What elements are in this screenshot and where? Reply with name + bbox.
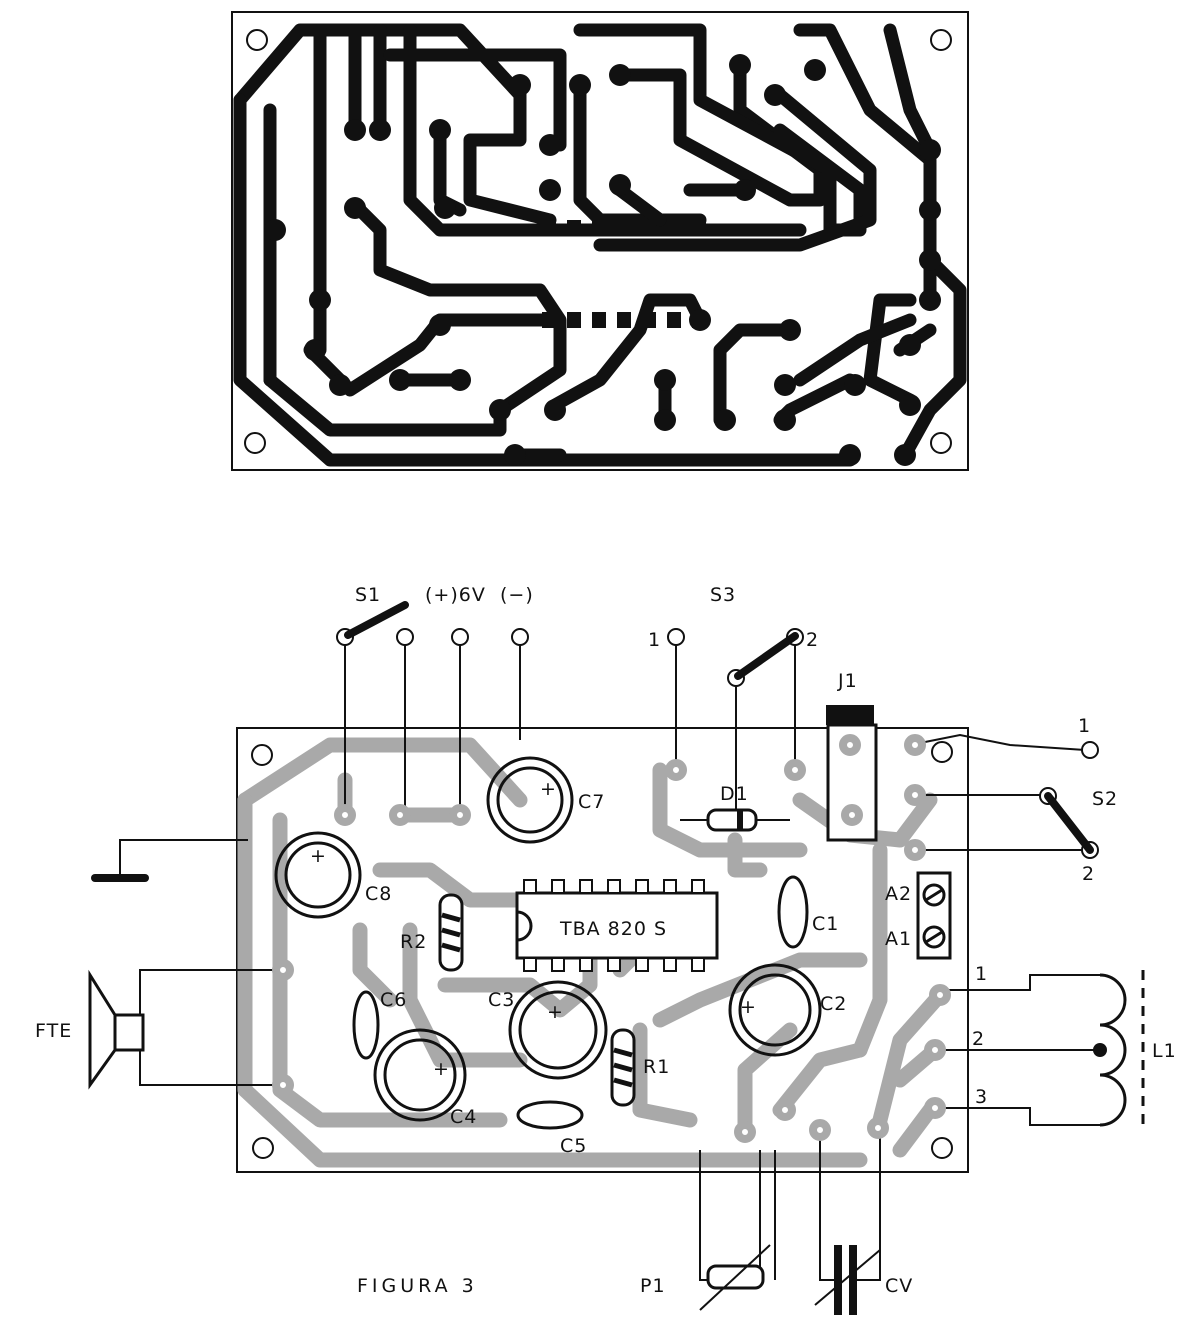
- component-layout: + + + + +: [88, 601, 1145, 1315]
- label-supply-neg: (−): [500, 584, 534, 606]
- label-j1: J1: [837, 670, 858, 692]
- label-c2: C2: [820, 993, 847, 1015]
- label-fte: FTE: [35, 1020, 72, 1042]
- c2-polarity: +: [740, 996, 757, 1018]
- label-r1: R1: [643, 1056, 670, 1078]
- electrolytic-capacitors: + + + + +: [274, 756, 822, 1122]
- c4-polarity: +: [433, 1058, 450, 1080]
- label-s2-pin2: 2: [1082, 863, 1095, 885]
- mounting-holes-bottom: [251, 741, 953, 1159]
- coil-l1: [1093, 970, 1145, 1130]
- label-cv: CV: [885, 1275, 913, 1297]
- label-p1: P1: [640, 1275, 666, 1297]
- label-c4: C4: [450, 1106, 477, 1128]
- speaker-symbol: [88, 969, 145, 1090]
- label-c1: C1: [812, 913, 839, 935]
- label-s2-pin1: 1: [1078, 715, 1091, 737]
- label-l1: L1: [1152, 1040, 1177, 1062]
- label-l1-pin1: 1: [975, 963, 988, 985]
- label-s3-pin1: 1: [648, 629, 661, 651]
- label-c6: C6: [380, 989, 407, 1011]
- label-s2: S2: [1092, 788, 1118, 810]
- p1-arrow: [699, 1244, 771, 1311]
- label-c5: C5: [560, 1135, 587, 1157]
- wire-leads: [119, 640, 1100, 1281]
- labels: S1 (+)6V (−) S3 1 2 J1 1 S2 2 A2 A1 1 2 …: [35, 584, 1177, 1297]
- label-l1-pin3: 3: [975, 1086, 988, 1108]
- label-r2: R2: [400, 931, 427, 953]
- terminal-block-a1-a2: [916, 871, 952, 960]
- ic-tba820s: [515, 879, 719, 972]
- label-ic: TBA 820 S: [559, 918, 667, 940]
- label-a1: A1: [885, 928, 912, 950]
- label-s3-pin2: 2: [806, 629, 819, 651]
- diode-d1: [706, 808, 758, 832]
- label-c3: C3: [488, 989, 515, 1011]
- c8-polarity: +: [310, 845, 327, 867]
- label-l1-pin2: 2: [972, 1028, 985, 1050]
- label-s1: S1: [355, 584, 381, 606]
- mounting-holes-top: [244, 29, 952, 454]
- copper-pads: [264, 54, 941, 466]
- label-supply-pos: (+)6V: [425, 584, 486, 606]
- label-c8: C8: [365, 883, 392, 905]
- s3-lever: [734, 632, 799, 680]
- s2-lever: [1044, 792, 1094, 854]
- board-pads: [272, 734, 951, 1143]
- label-d1: D1: [720, 783, 749, 805]
- ceramic-capacitors: [352, 875, 809, 1130]
- s1-lever: [344, 601, 409, 639]
- label-a2: A2: [885, 883, 912, 905]
- pcb-copper-layout: [231, 11, 969, 471]
- figure-caption: FIGURA 3: [357, 1275, 478, 1297]
- resistors: [438, 893, 771, 1311]
- label-s3: S3: [710, 584, 736, 606]
- switch-levers: [91, 601, 1094, 882]
- c3-polarity: +: [547, 1001, 564, 1023]
- label-c7: C7: [578, 791, 605, 813]
- variable-capacitor-cv: [814, 1245, 881, 1315]
- c7-polarity: +: [540, 778, 557, 800]
